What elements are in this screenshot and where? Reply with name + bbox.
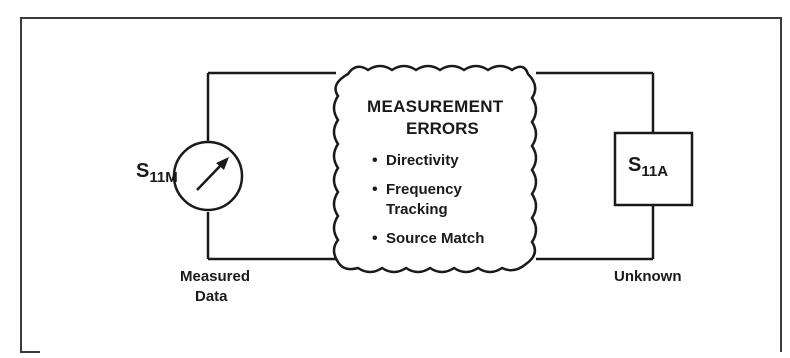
unknown-label: Unknown: [614, 268, 682, 285]
error-item-tracking: Tracking: [386, 201, 448, 218]
error-item-directivity: Directivity: [372, 152, 459, 170]
meter-label-main: S: [136, 160, 150, 182]
figure-frame: [20, 17, 782, 353]
error-item-frequency: Frequency: [372, 181, 462, 199]
meter-label: S11M: [136, 160, 178, 186]
unknown-box-label-main: S: [628, 154, 642, 176]
errors-title-line1: MEASUREMENT: [367, 97, 504, 116]
error-item-source-match: Source Match: [372, 230, 484, 248]
unknown-box-label: S11A: [628, 154, 669, 180]
circuit-wires: [206, 71, 655, 261]
errors-title-line2: ERRORS: [406, 119, 479, 138]
measured-data-label-line1: Measured: [180, 268, 251, 285]
unknown-device-box: [613, 131, 694, 207]
measured-data-label-line2: Data: [195, 288, 228, 305]
meter-icon: [172, 140, 244, 212]
meter-label-subscript: 11M: [149, 169, 178, 186]
unknown-box-label-subscript: 11A: [641, 163, 669, 180]
